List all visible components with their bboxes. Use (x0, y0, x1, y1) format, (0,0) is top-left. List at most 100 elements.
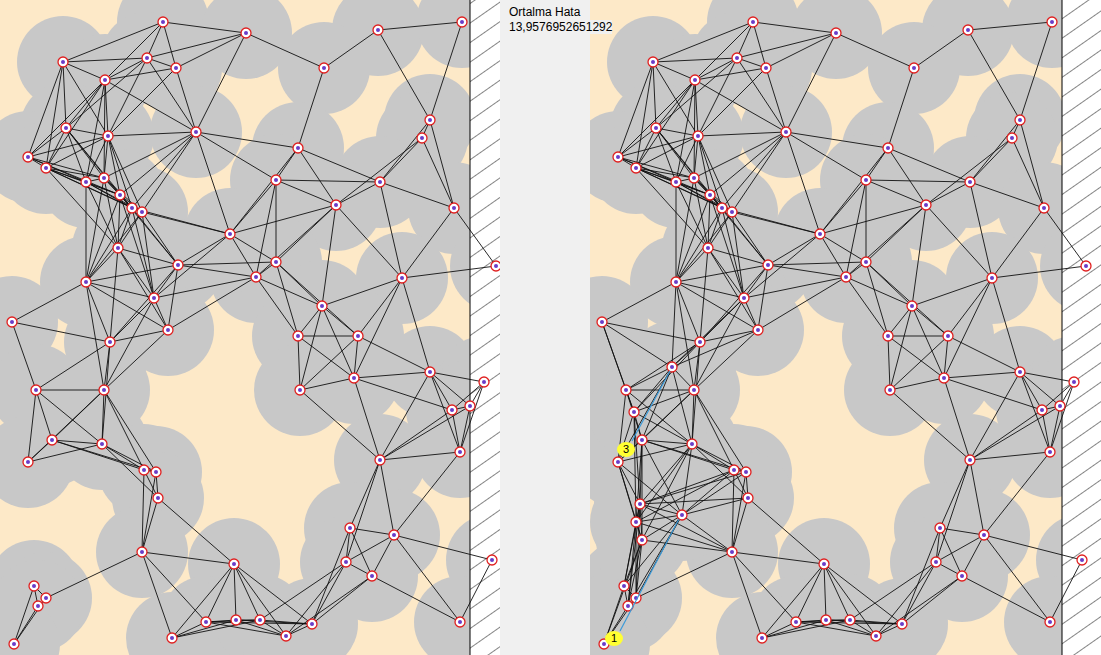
sensor-node (479, 377, 489, 387)
radio-link (196, 132, 276, 180)
sensor-node (987, 273, 997, 283)
sensor-core (370, 574, 374, 578)
radio-link (178, 265, 256, 277)
radio-link (970, 406, 1060, 460)
sensor-ring (732, 53, 742, 63)
sensor-core (166, 328, 170, 332)
radio-link (147, 58, 196, 132)
sensor-core (298, 388, 302, 392)
sensor-ring (29, 581, 39, 591)
radio-link (298, 336, 354, 378)
sensor-ring (142, 53, 152, 63)
radio-link (380, 406, 470, 460)
radio-link (110, 298, 154, 342)
sensor-ring (631, 163, 641, 173)
radio-link (230, 148, 298, 234)
sensor-node (149, 293, 159, 303)
radio-link (888, 148, 926, 205)
sensor-node (241, 28, 251, 38)
sensor-core (760, 636, 764, 640)
sensor-ring (667, 362, 677, 372)
sensor-ring (251, 272, 261, 282)
radio-link (618, 136, 698, 157)
sensor-core (44, 596, 48, 600)
sensor-core (690, 442, 694, 446)
sensor-core (26, 460, 30, 464)
sensor-ring (957, 571, 967, 581)
sensor-node (1077, 555, 1087, 565)
radio-link (970, 138, 1012, 182)
sensor-node (1045, 447, 1055, 457)
radio-link (350, 528, 394, 535)
radio-link (748, 498, 824, 564)
sensor-ring (743, 493, 753, 503)
radio-link (86, 208, 132, 282)
sensor-core (334, 203, 338, 207)
radio-link (737, 33, 836, 58)
radio-link (63, 62, 66, 128)
sensor-node (931, 557, 941, 567)
radio-link (672, 367, 692, 444)
sensor-node (455, 447, 465, 457)
sensor-core (692, 388, 696, 392)
radio-link (653, 22, 753, 62)
sensor-ring (139, 465, 149, 475)
radio-link (936, 460, 970, 562)
callout-marker: 3 (617, 442, 635, 457)
sensor-node (845, 615, 855, 625)
radio-link (1020, 22, 1052, 120)
sensor-node (729, 465, 739, 475)
radio-link (636, 136, 698, 168)
sensor-ring (897, 619, 907, 629)
sensor-node (741, 467, 751, 477)
radio-link (380, 410, 452, 460)
sensor-node (142, 53, 152, 63)
sensor-core (626, 604, 630, 608)
sensor-ring (979, 530, 989, 540)
radio-link (970, 410, 1042, 460)
sensor-core (244, 31, 248, 35)
radio-link (602, 322, 672, 367)
sensor-node (1015, 115, 1025, 125)
radio-link (120, 132, 196, 195)
sensor-ring (931, 557, 941, 567)
sensor-node (99, 385, 109, 395)
sensor-ring (727, 547, 737, 557)
radio-link (710, 195, 768, 265)
sensor-core (26, 155, 30, 159)
sensor-core (693, 78, 697, 82)
radio-link (1044, 208, 1086, 266)
border-line (470, 0, 471, 655)
radio-link (820, 234, 866, 262)
result-text: 13,9576952651292 (509, 20, 612, 34)
radio-link (636, 168, 708, 248)
sensor-node (748, 17, 758, 27)
radio-link (722, 132, 786, 208)
radio-link (104, 298, 154, 390)
radio-link (676, 195, 710, 282)
sensor-ring (23, 457, 33, 467)
radio-link (866, 262, 888, 336)
radio-link (142, 498, 158, 552)
sensor-node (99, 173, 109, 183)
sensor-core (1058, 404, 1062, 408)
radio-link (256, 277, 298, 336)
sensor-core (296, 334, 300, 338)
radio-link (786, 132, 866, 180)
sensor-node (629, 407, 639, 417)
sensor-ring (619, 581, 629, 591)
sensor-node (1037, 405, 1047, 415)
sensor-ring (921, 200, 931, 210)
field-ground (590, 0, 1101, 655)
radio-link (676, 282, 700, 342)
sensor-core (61, 60, 65, 64)
radio-link (768, 265, 846, 277)
sensor-ring (41, 163, 51, 173)
sensor-ring (389, 530, 399, 540)
sensor-ring (271, 257, 281, 267)
sensor-ring (7, 317, 17, 327)
radio-link (948, 336, 1020, 372)
radio-link (768, 234, 820, 265)
radio-link (694, 80, 695, 178)
radio-link (12, 282, 86, 322)
